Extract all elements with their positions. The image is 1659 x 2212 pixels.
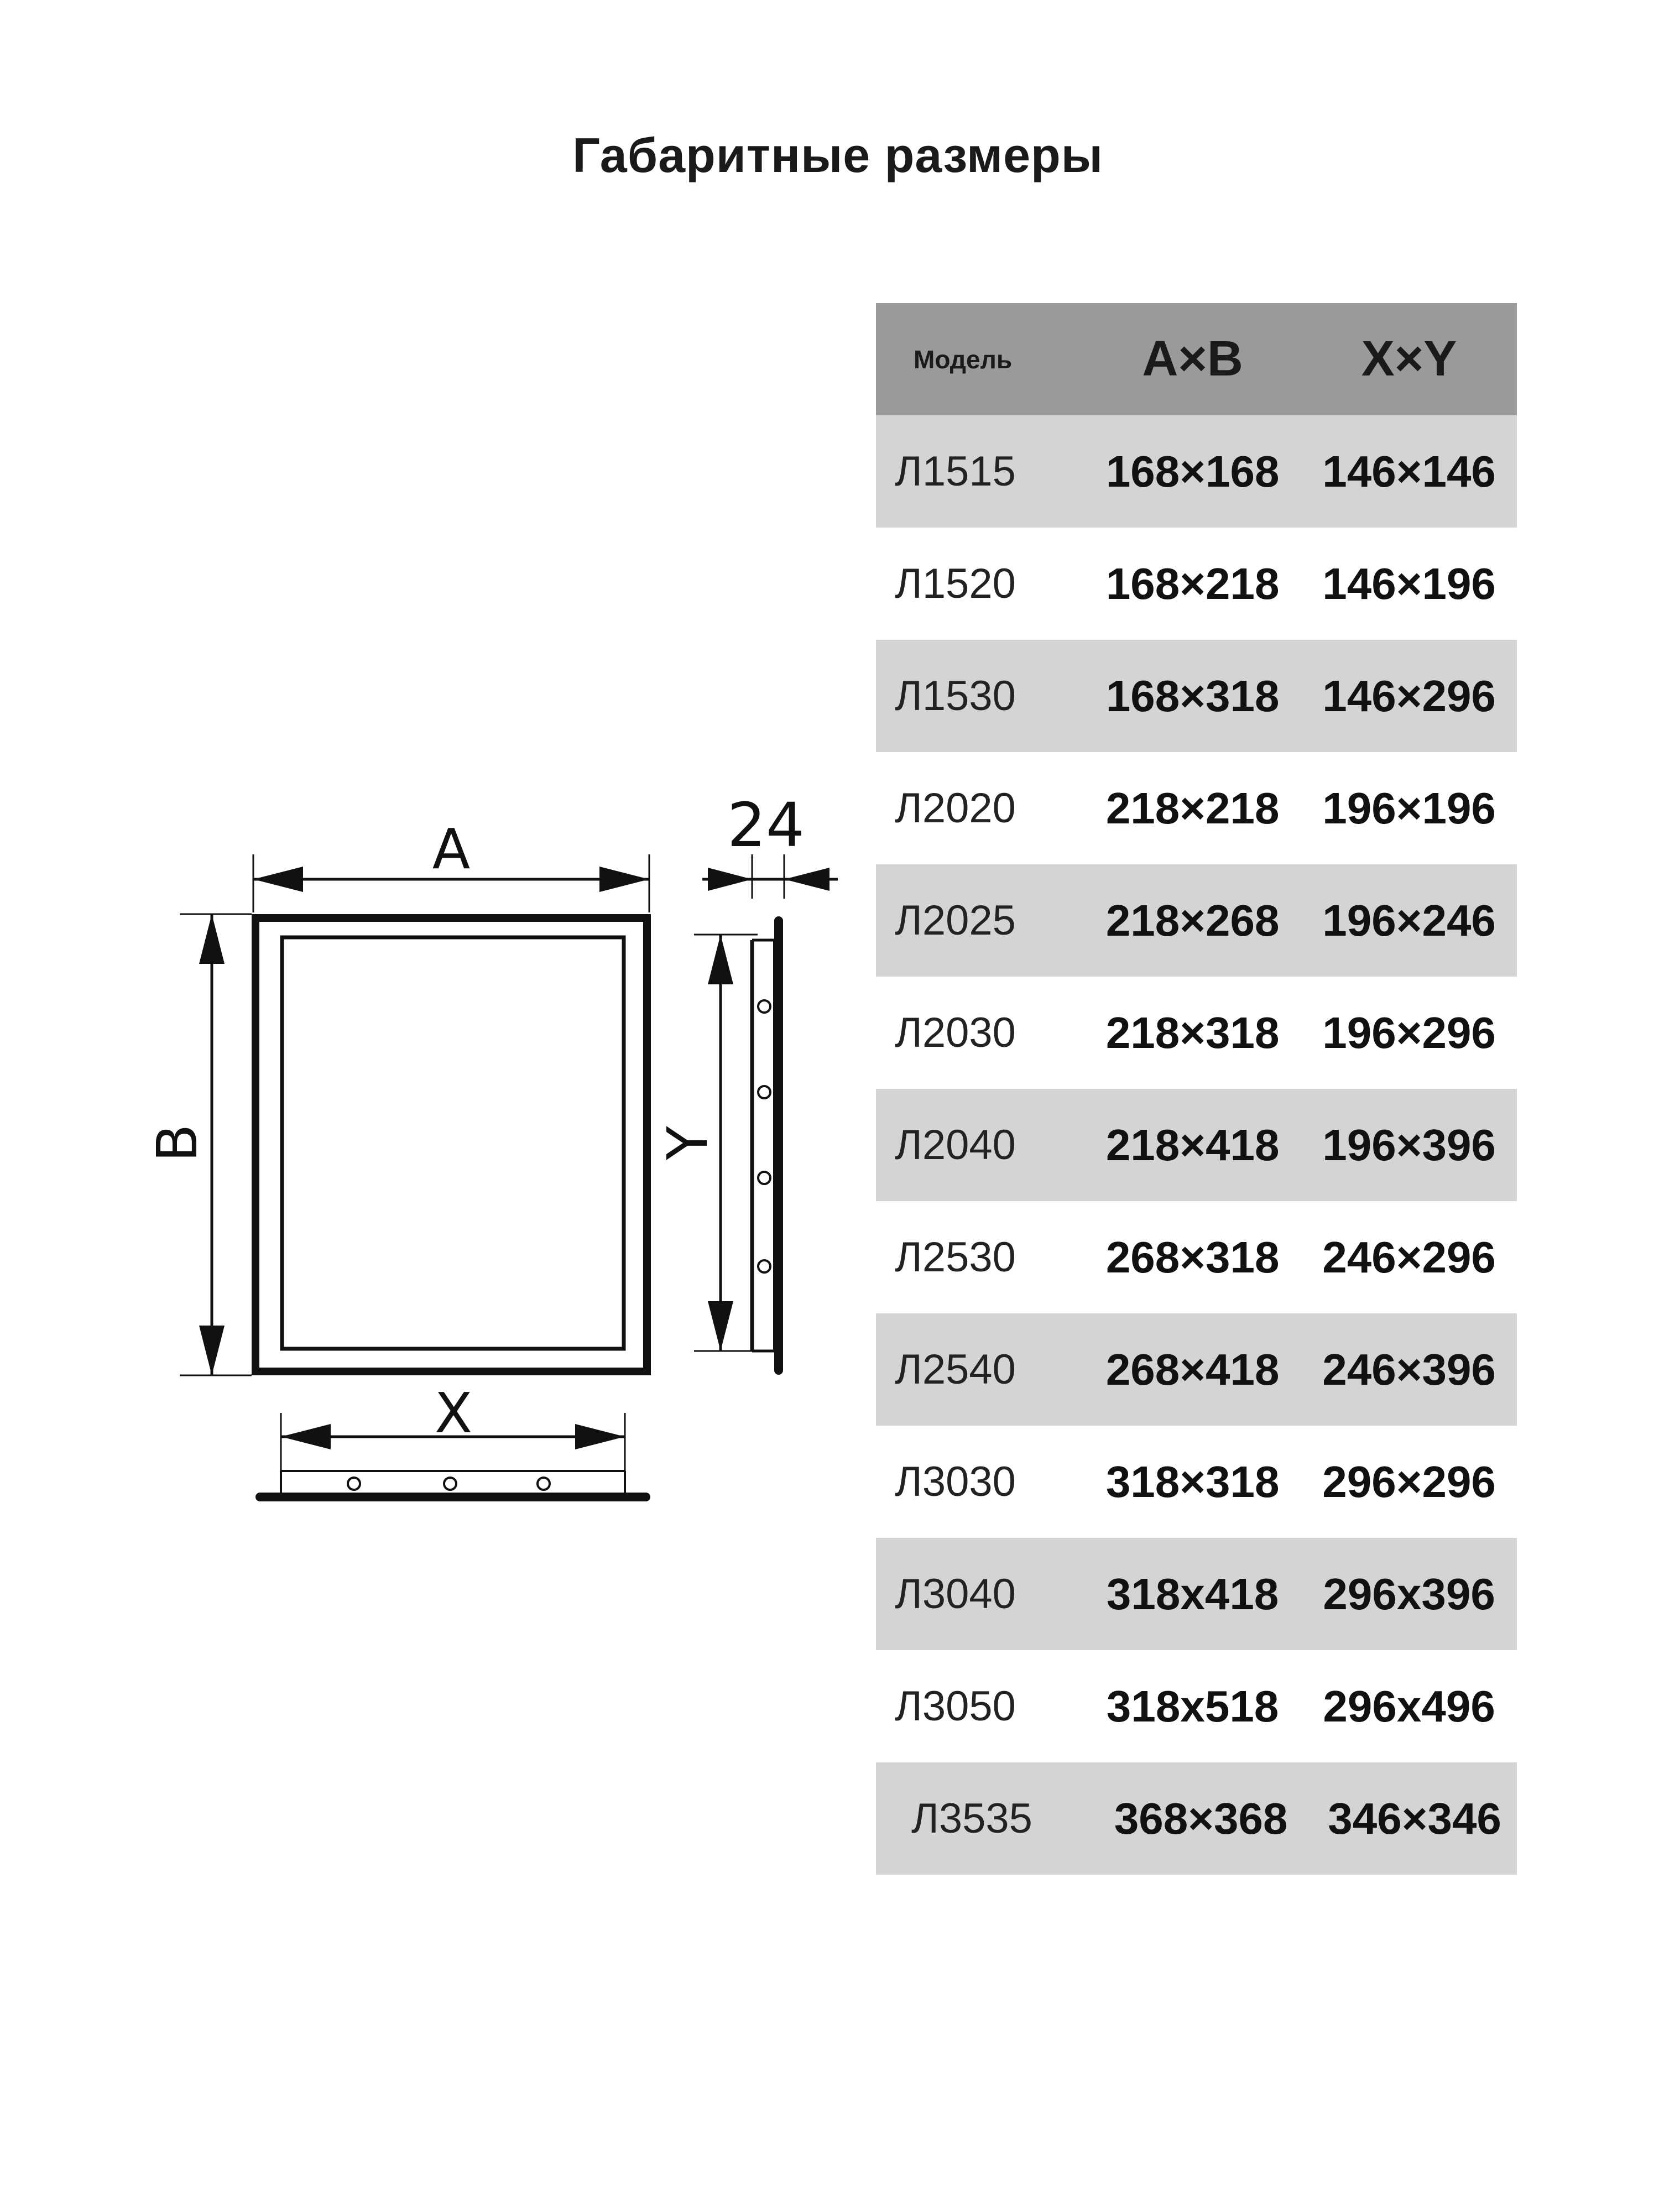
cell-model: Л2540 (895, 1346, 1016, 1393)
page-title: Габаритные размеры (572, 128, 1103, 182)
cell-xy: 146×146 (1322, 446, 1496, 496)
table-row: Л1530 168×318 146×296 (876, 640, 1517, 752)
cell-xy: 246×296 (1322, 1232, 1496, 1282)
cell-xy: 146×296 (1322, 671, 1496, 721)
cell-ab: 168×168 (1105, 446, 1280, 496)
table-row: Л1515 168×168 146×146 (876, 415, 1517, 528)
cell-ab: 268×418 (1105, 1344, 1280, 1394)
cell-xy: 296x496 (1323, 1681, 1495, 1731)
cell-xy: 196×296 (1322, 1008, 1496, 1057)
table-row: Л2025 218×268 196×246 (876, 864, 1517, 977)
cell-ab: 218×218 (1105, 783, 1280, 833)
cell-model: Л2020 (895, 785, 1016, 832)
cell-model: Л1520 (895, 560, 1016, 607)
cell-model: Л3535 (911, 1795, 1032, 1842)
hatch-front-view (252, 914, 651, 1375)
dimension-x: X (281, 1381, 625, 1449)
cell-ab: 318x518 (1106, 1681, 1279, 1731)
dimension-y: Y (655, 935, 733, 1351)
cell-model: Л2530 (895, 1234, 1016, 1281)
table-row: Л3030 318×318 296×296 (876, 1426, 1517, 1538)
table-row: Л3040 318x418 296x396 (876, 1538, 1517, 1650)
cell-model: Л3030 (895, 1458, 1016, 1505)
table-row: Л2040 218×418 196×396 (876, 1089, 1517, 1201)
table-row: Л2540 268×418 246×396 (876, 1313, 1517, 1426)
cell-model: Л3040 (895, 1571, 1016, 1618)
cell-xy: 146×196 (1322, 559, 1496, 608)
dimension-drawing: A B Y 24 (145, 790, 838, 1501)
cell-ab: 218×268 (1105, 895, 1280, 945)
cell-ab: 218×318 (1105, 1008, 1280, 1057)
cell-xy: 196×196 (1322, 783, 1496, 833)
cell-model: Л1530 (895, 672, 1016, 719)
dimension-depth: 24 (702, 790, 838, 891)
header-model: Модель (914, 345, 1013, 374)
header-ab: A×B (1142, 331, 1243, 387)
dimension-a: A (253, 817, 649, 892)
cell-xy: 246×396 (1322, 1344, 1496, 1394)
table-row: Л2030 218×318 196×296 (876, 977, 1517, 1089)
table-row: Л2020 218×218 196×196 (876, 752, 1517, 864)
cell-ab: 168×318 (1105, 671, 1280, 721)
cell-ab: 318×318 (1105, 1457, 1280, 1506)
cell-ab: 168×218 (1105, 559, 1280, 608)
dimension-x-label: X (435, 1381, 473, 1446)
cell-model: Л2040 (895, 1121, 1016, 1168)
table-row: Л1520 168×218 146×196 (876, 528, 1517, 640)
cell-model: Л2025 (895, 897, 1016, 944)
cell-ab: 368×368 (1114, 1793, 1288, 1843)
dimension-y-label: Y (655, 1126, 720, 1161)
dimension-b-label: B (145, 1124, 210, 1162)
header-xy: X×Y (1361, 331, 1457, 387)
table-row: Л3535 368×368 346×346 (876, 1762, 1517, 1875)
cell-model: Л2030 (895, 1009, 1016, 1056)
cell-xy: 296x396 (1323, 1569, 1495, 1619)
cell-ab: 268×318 (1105, 1232, 1280, 1282)
dimension-depth-label: 24 (727, 790, 805, 860)
table-row: Л3050 318x518 296x496 (876, 1650, 1517, 1762)
dimension-a-label: A (432, 817, 470, 881)
cell-ab: 318x418 (1106, 1569, 1279, 1619)
cell-model: Л3050 (895, 1683, 1016, 1730)
cell-xy: 196×396 (1322, 1120, 1496, 1170)
table-header-row: Модель A×B X×Y (876, 303, 1517, 415)
hatch-bottom-view (255, 1470, 650, 1501)
cell-xy: 296×296 (1322, 1457, 1496, 1506)
size-table: Модель A×B X×Y Л1515 168×168 146×146 Л15… (876, 303, 1517, 1875)
cell-xy: 346×346 (1328, 1793, 1501, 1843)
cell-xy: 196×246 (1322, 895, 1496, 945)
extension-lines (180, 854, 785, 1479)
cell-model: Л1515 (895, 448, 1016, 495)
cell-ab: 218×418 (1105, 1120, 1280, 1170)
table-row: Л2530 268×318 246×296 (876, 1201, 1517, 1313)
hatch-side-view (750, 916, 783, 1375)
dimension-b: B (145, 914, 225, 1375)
